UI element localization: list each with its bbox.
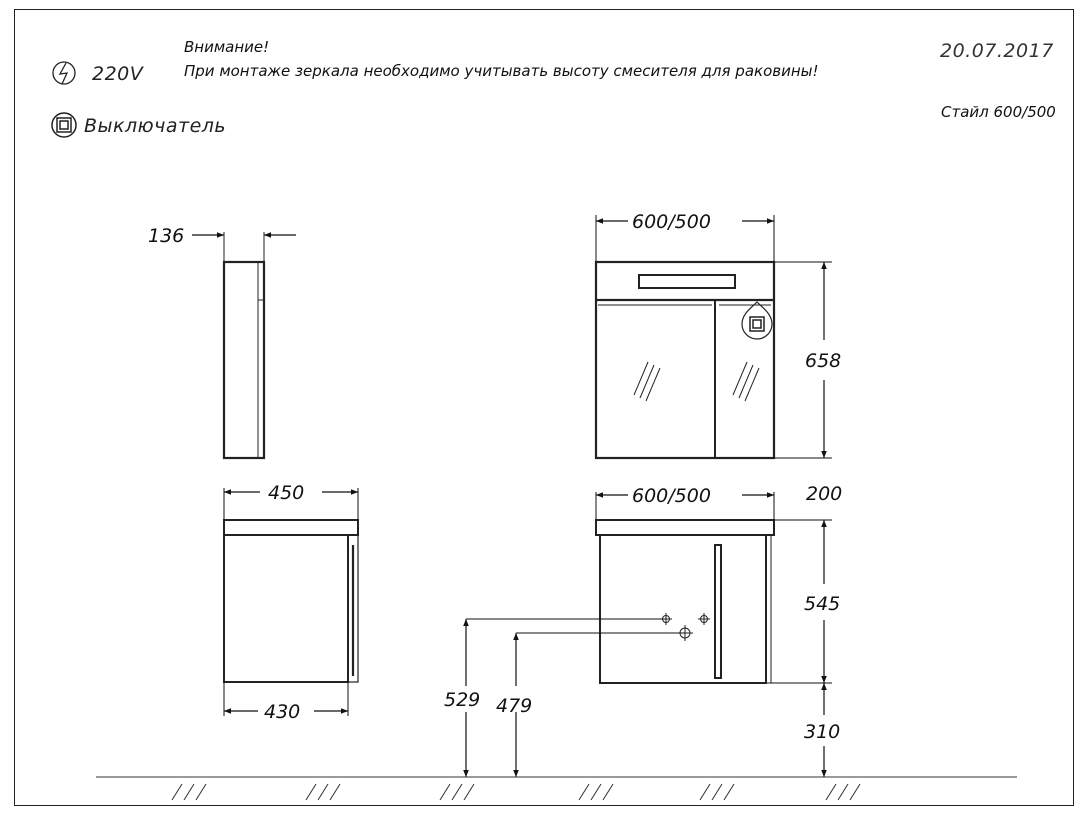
drawing-sheet	[14, 9, 1074, 806]
drawing-date: 20.07.2017	[940, 40, 1054, 62]
dim-pipe-height-1: 529	[444, 689, 480, 711]
vanity-front-view	[595, 519, 775, 684]
mirror-height-dimension: 658	[774, 261, 841, 459]
mirror-side-view	[222, 232, 266, 460]
dim-vanity-top-gap: 200	[806, 483, 842, 505]
vanity-bottom-depth-dimension: 430	[223, 682, 349, 723]
warning-text: При монтаже зеркала необходимо учитывать…	[184, 62, 819, 80]
dim-pipe-height-2: 479	[496, 695, 532, 717]
dim-mirror-width: 600/500	[632, 211, 711, 233]
dim-floor-clearance: 310	[804, 721, 840, 743]
dim-mirror-height: 658	[805, 350, 841, 372]
pipe-height-dimension-2: 479	[496, 632, 685, 777]
switch-label: Выключатель	[84, 115, 227, 137]
pipe-height-dimension-1: 529	[444, 618, 666, 777]
dim-vanity-width: 600/500	[632, 485, 711, 507]
warning-title: Внимание!	[184, 38, 270, 56]
mirror-depth-dimension: 136	[148, 225, 296, 247]
dim-vanity-top-depth: 450	[268, 482, 304, 504]
model-name: Стайл 600/500	[941, 103, 1056, 121]
dim-vanity-height: 545	[804, 593, 840, 615]
dim-vanity-bottom-depth: 430	[264, 701, 300, 723]
mirror-front-view	[594, 260, 776, 460]
floor-line	[96, 776, 1017, 801]
square-switch-icon	[51, 112, 77, 138]
lightning-in-circle-icon	[52, 61, 76, 85]
floor-clearance-dimension: 310	[804, 683, 840, 777]
vanity-height-dimension: 545	[771, 519, 840, 684]
pipe-outlets	[660, 613, 710, 641]
vanity-side-view	[223, 519, 359, 683]
dim-mirror-depth: 136	[148, 225, 184, 247]
mirror-switch-marker	[741, 301, 773, 340]
vanity-width-dimension: 600/500	[595, 485, 775, 520]
power-label: 220V	[92, 63, 144, 85]
mirror-width-dimension: 600/500	[595, 211, 775, 262]
vanity-top-depth-dimension: 450	[223, 482, 359, 520]
